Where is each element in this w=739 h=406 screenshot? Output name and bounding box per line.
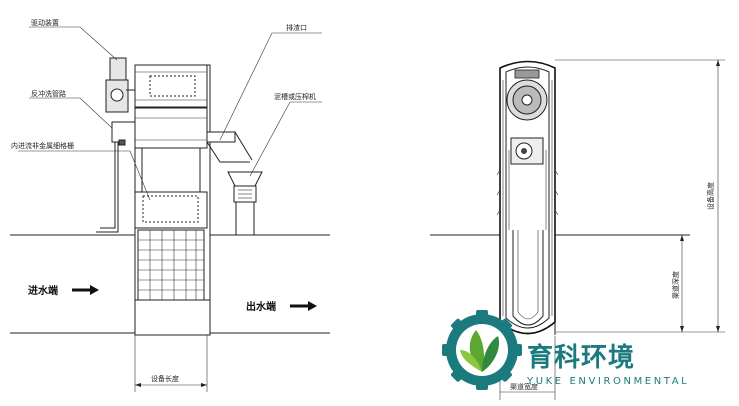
leader-lines	[18, 26, 322, 201]
label-backwash-pipe: 反冲洗管路	[31, 89, 66, 98]
brand-name-cn: 育科环境	[527, 342, 635, 373]
outlet-arrow-icon	[290, 301, 317, 311]
label-length: 设备长度	[151, 374, 179, 383]
label-discharge: 排渣口	[286, 23, 307, 32]
press-unit	[227, 171, 263, 235]
right-view: 设备高度 渠道深度 渠道宽度	[430, 59, 725, 400]
length-dimension	[134, 335, 208, 392]
height-dimension	[555, 59, 725, 333]
label-press: 泥槽或压榨机	[274, 92, 316, 101]
backwash-pipe	[96, 121, 135, 233]
drive-motor	[105, 57, 135, 113]
label-drive: 驱动装置	[31, 18, 59, 27]
label-width: 渠道宽度	[510, 382, 538, 391]
discharge-chute	[206, 131, 253, 163]
inlet-arrow-icon	[72, 285, 99, 295]
gearbox	[510, 137, 544, 165]
left-view: 驱动装置 反冲洗管路 内进流非金属细格栅 排渣口 泥槽或压榨机 进水端 出水端 …	[10, 18, 330, 392]
sprocket-icon	[506, 69, 548, 121]
chain-links	[496, 169, 559, 216]
logo-icon	[442, 310, 522, 390]
label-depth: 渠道深度	[671, 271, 680, 299]
label-screen: 内进流非金属细格栅	[11, 141, 74, 150]
screen-basket	[137, 229, 205, 301]
label-height: 设备高度	[706, 182, 715, 210]
brand-name-en: YUKE ENVIRONMENTAL	[526, 376, 689, 387]
brand-logo: 育科环境 YUKE ENVIRONMENTAL	[442, 310, 689, 390]
depth-dimension	[680, 235, 684, 332]
label-inlet: 进水端	[28, 284, 58, 297]
label-outlet: 出水端	[246, 300, 276, 313]
screen-frame	[134, 64, 211, 336]
